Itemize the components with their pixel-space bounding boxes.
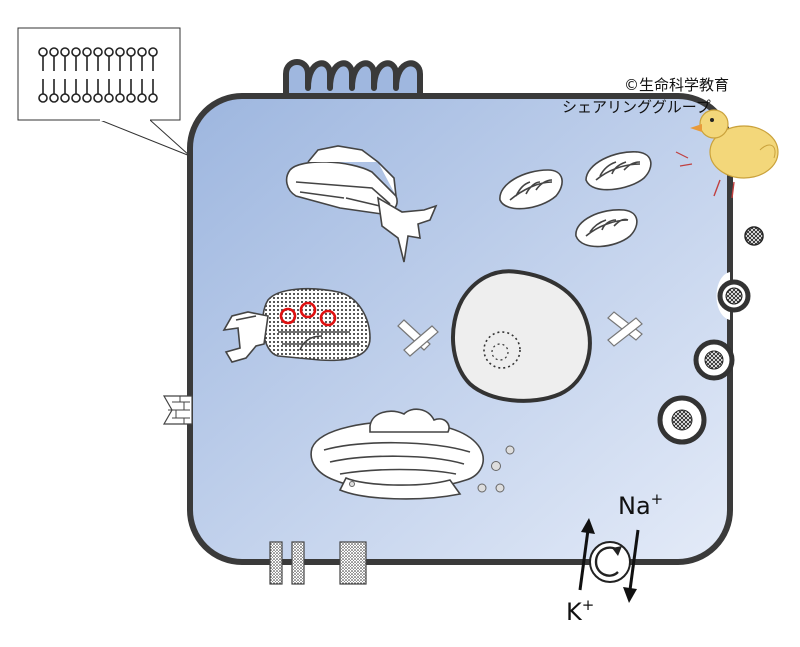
phospholipid-head (115, 93, 125, 103)
phospholipid-head (38, 93, 48, 103)
nucleus (451, 269, 592, 403)
ribosome-ring (299, 301, 317, 319)
phospholipid-head (60, 47, 70, 57)
copyright-line-2: シェアリンググループ (562, 98, 711, 116)
phospholipid-head (137, 47, 147, 57)
membrane-receptor (162, 395, 193, 425)
phospholipid-head (148, 47, 158, 57)
phospholipid-head (82, 93, 92, 103)
sodium-outflow-arrow (623, 529, 640, 603)
phospholipid-head (60, 93, 70, 103)
phospholipid-head (93, 93, 103, 103)
microvilli (283, 59, 423, 100)
nucleolus (483, 331, 521, 369)
sodium-ion-label: Na+ (618, 490, 663, 520)
potassium-inflow-arrow (578, 518, 595, 591)
ribosome-ring (319, 309, 337, 327)
centriole-right (607, 311, 643, 347)
phospholipid-head (49, 47, 59, 57)
phospholipid-head (104, 47, 114, 57)
phospholipid-head (148, 93, 158, 103)
phospholipid-head (126, 47, 136, 57)
exocytosis-vesicles (657, 226, 764, 445)
chick-mascot-icon (675, 109, 779, 199)
vesicles (349, 445, 515, 493)
phospholipid-bilayer-icon (38, 47, 158, 103)
membrane-channels (269, 541, 367, 585)
phospholipid-head (71, 93, 81, 103)
golgi-apparatus (310, 408, 484, 500)
phospholipid-head (93, 47, 103, 57)
bilayer-callout (17, 27, 191, 157)
phospholipid-head (49, 93, 59, 103)
phospholipid-head (38, 47, 48, 57)
phospholipid-head (126, 93, 136, 103)
phospholipid-head (82, 47, 92, 57)
phospholipid-head (104, 93, 114, 103)
copyright-line-1: ©生命科学教育 (624, 76, 729, 94)
golgi-stack-top (285, 145, 438, 263)
potassium-ion-label: K+ (566, 596, 594, 626)
ribosome-rings (279, 301, 337, 327)
phospholipid-head (137, 93, 147, 103)
centriole-left (397, 319, 439, 357)
phospholipid-head (115, 47, 125, 57)
sodium-potassium-pump (589, 541, 631, 583)
rough-endoplasmic-reticulum (222, 287, 371, 363)
mitochondrion (575, 209, 638, 248)
phospholipid-head (71, 47, 81, 57)
mitochondrion (499, 169, 563, 210)
mitochondrion (585, 151, 652, 191)
ribosome-ring (279, 307, 297, 325)
